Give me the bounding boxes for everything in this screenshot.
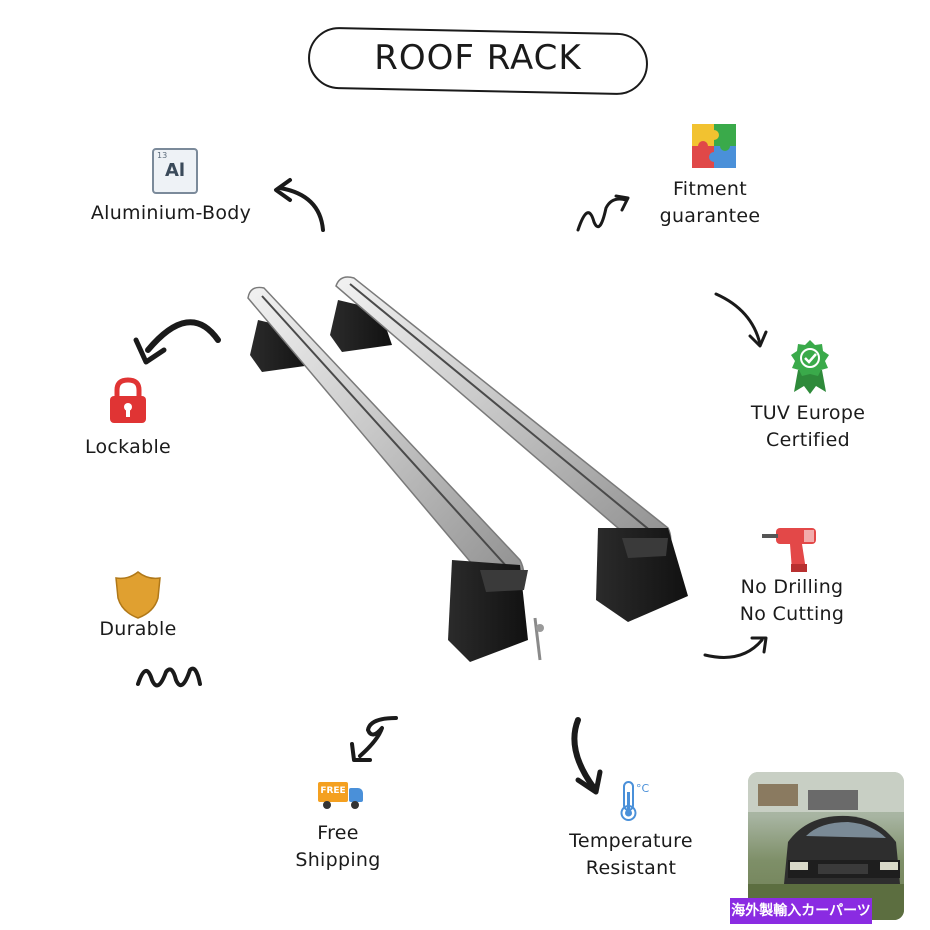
delivery-truck-icon: FREE <box>318 782 364 810</box>
element-symbol: Al <box>164 160 186 181</box>
puzzle-icon <box>692 124 736 168</box>
no-drilling-label: No Drilling No Cutting <box>722 574 862 628</box>
no-drilling-line1: No Drilling <box>740 576 844 598</box>
lockable-label: Lockable <box>84 436 172 458</box>
temperature-line1: Temperature <box>569 830 693 852</box>
drill-icon <box>762 528 816 572</box>
truck-wheel-front <box>351 801 359 809</box>
thumbnail-banner: 海外製輸入カーパーツ <box>730 898 872 924</box>
shipping-line1: Free <box>317 822 359 844</box>
truck-cab <box>349 788 363 802</box>
fitment-guarantee-label: Fitment guarantee <box>640 176 780 230</box>
temperature-unit: °C <box>636 782 650 795</box>
padlock-icon <box>110 377 146 423</box>
fitment-line2: guarantee <box>659 205 761 227</box>
temperature-resistant-label: Temperature Resistant <box>556 828 706 882</box>
aluminium-element-icon: 13 Al <box>152 148 198 194</box>
thermometer-icon: °C <box>620 781 650 821</box>
durable-label: Durable <box>99 618 177 640</box>
temperature-line2: Resistant <box>585 857 677 879</box>
certified-badge-icon <box>791 340 829 394</box>
no-drilling-line2: No Cutting <box>739 603 845 625</box>
aluminium-body-label: Aluminium-Body <box>90 202 252 224</box>
page-title: ROOF RACK <box>374 38 582 78</box>
element-number: 13 <box>157 151 168 160</box>
truck-wheel-rear <box>323 801 331 809</box>
free-shipping-label: Free Shipping <box>276 820 400 874</box>
tuv-certified-label: TUV Europe Certified <box>728 400 888 454</box>
tuv-line2: Certified <box>766 429 850 451</box>
truck-body <box>318 782 348 802</box>
fitment-line1: Fitment <box>672 178 748 200</box>
truck-free-text: FREE <box>320 786 346 796</box>
tuv-line1: TUV Europe <box>750 402 866 424</box>
shipping-line2: Shipping <box>295 849 381 871</box>
shield-icon <box>115 571 161 619</box>
